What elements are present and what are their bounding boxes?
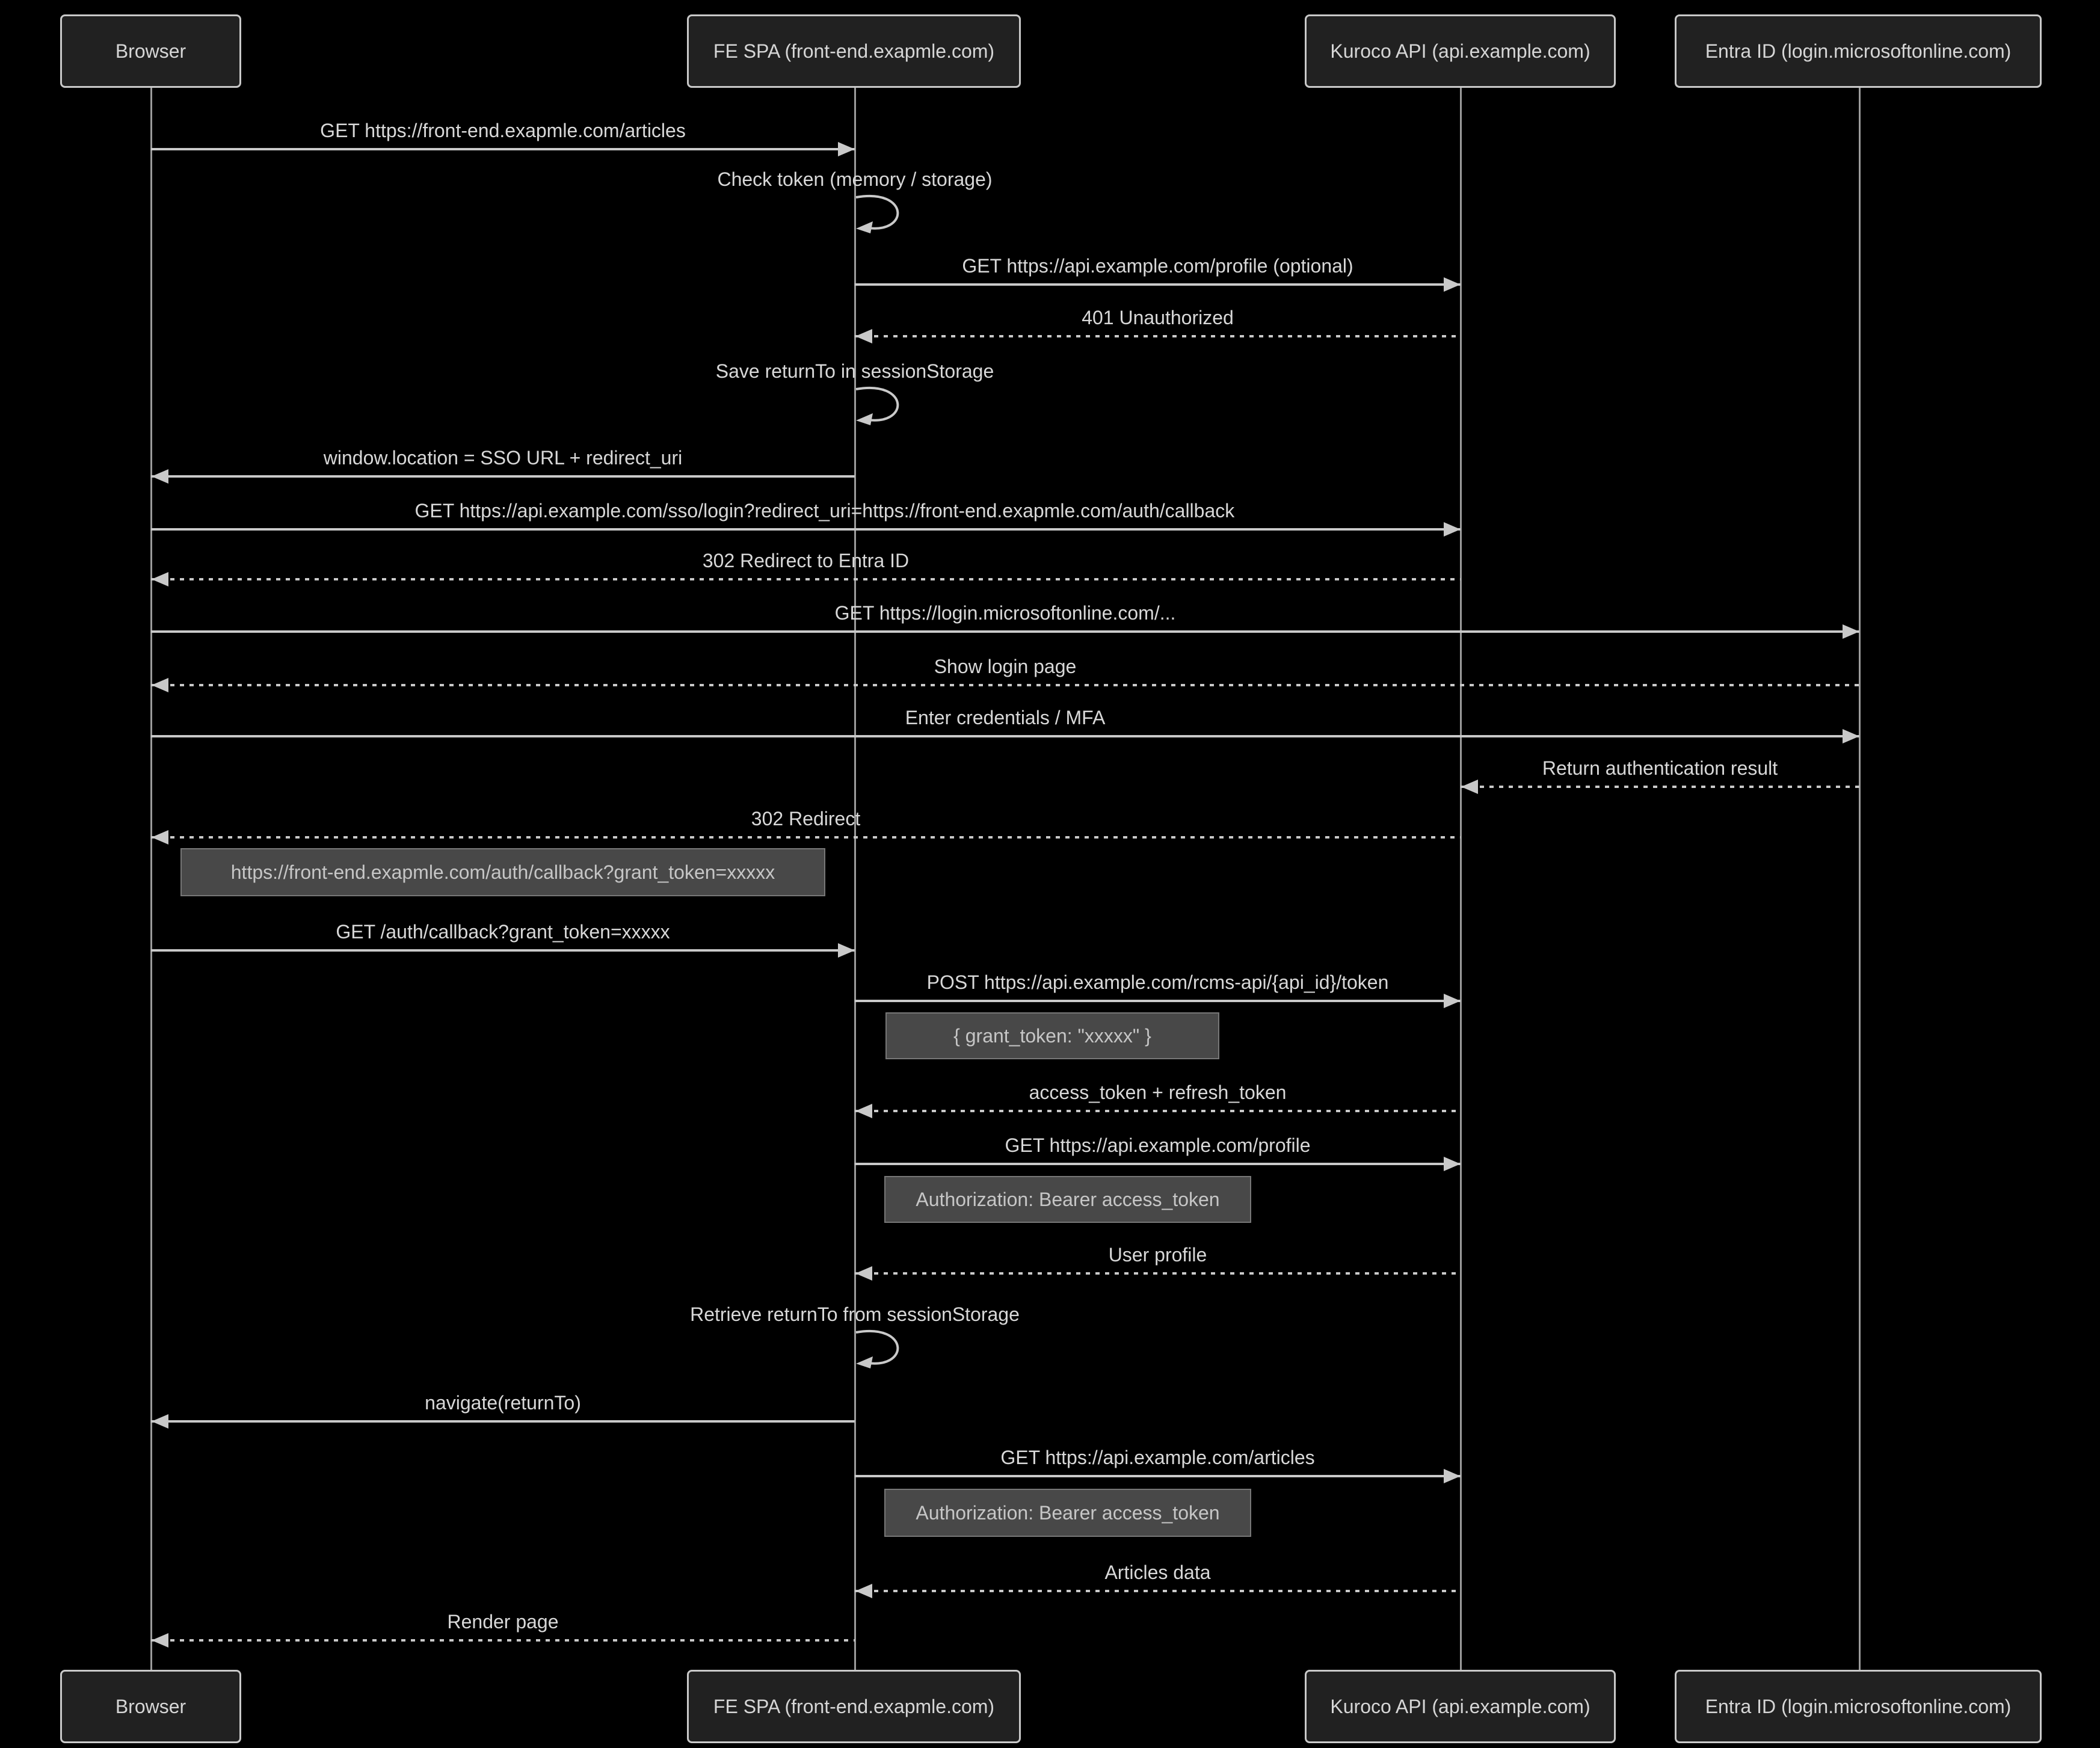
- arrowhead-icon: [1444, 994, 1461, 1008]
- message-label: GET https://api.example.com/articles: [1000, 1447, 1315, 1468]
- arrowhead-icon: [152, 1414, 168, 1429]
- arrowhead-icon: [1444, 1157, 1461, 1171]
- message-label: 302 Redirect to Entra ID: [702, 550, 910, 571]
- arrowhead-icon: [1843, 729, 1859, 743]
- message-line: [151, 630, 1859, 633]
- participant-kuroco-api-top: Kuroco API (api.example.com): [1305, 14, 1616, 88]
- self-loop-arrow: [855, 386, 921, 431]
- message-label: Show login page: [934, 656, 1077, 677]
- note-box: Authorization: Bearer access_token: [884, 1176, 1251, 1223]
- message-label: window.location = SSO URL + redirect_uri: [323, 447, 683, 469]
- message-line: [151, 684, 1859, 686]
- arrowhead-icon: [1444, 277, 1461, 292]
- self-loop-arrow: [855, 1329, 921, 1374]
- message-line: [855, 335, 1461, 337]
- arrowhead-icon: [855, 1104, 872, 1118]
- participant-entra-id-bottom: Entra ID (login.microsoftonline.com): [1675, 1670, 2042, 1743]
- message-line: [151, 1420, 855, 1423]
- arrowhead-icon: [855, 329, 872, 343]
- message-label: navigate(returnTo): [425, 1392, 581, 1414]
- message-line: [151, 528, 1461, 531]
- message-label: Return authentication result: [1542, 757, 1778, 779]
- note-box: Authorization: Bearer access_token: [884, 1489, 1251, 1537]
- arrowhead-icon: [855, 1584, 872, 1598]
- message-label: GET /auth/callback?grant_token=xxxxx: [336, 921, 670, 943]
- self-message-label: Check token (memory / storage): [717, 168, 993, 190]
- message-line: [151, 1639, 855, 1642]
- message-line: [855, 1272, 1461, 1275]
- note-box: { grant_token: "xxxxx" }: [885, 1012, 1219, 1059]
- arrowhead-icon: [152, 572, 168, 586]
- message-label: POST https://api.example.com/rcms-api/{a…: [926, 971, 1389, 993]
- arrowhead-icon: [838, 142, 855, 156]
- message-line: [1461, 786, 1859, 788]
- message-label: GET https://api.example.com/profile (opt…: [962, 255, 1353, 277]
- arrowhead-icon: [1444, 1469, 1461, 1483]
- arrowhead-icon: [1843, 624, 1859, 639]
- message-line: [151, 949, 855, 952]
- message-line: [151, 148, 855, 150]
- arrowhead-icon: [152, 678, 168, 692]
- message-line: [855, 1475, 1461, 1477]
- self-message-label: Save returnTo in sessionStorage: [715, 360, 994, 382]
- message-line: [855, 1000, 1461, 1002]
- message-label: Enter credentials / MFA: [905, 707, 1106, 728]
- participant-browser-bottom: Browser: [60, 1670, 241, 1743]
- participant-fe-spa-top: FE SPA (front-end.exapmle.com): [687, 14, 1021, 88]
- arrowhead-icon: [1444, 522, 1461, 537]
- message-line: [855, 1110, 1461, 1112]
- lifeline-kuroco-api: [1460, 88, 1462, 1670]
- message-label: User profile: [1108, 1244, 1207, 1266]
- lifeline-entra-id: [1859, 88, 1861, 1670]
- message-label: 401 Unauthorized: [1082, 307, 1234, 328]
- message-line: [151, 735, 1859, 737]
- message-line: [151, 578, 1461, 580]
- message-line: [855, 283, 1461, 286]
- self-message-label: Retrieve returnTo from sessionStorage: [690, 1303, 1020, 1325]
- arrowhead-icon: [152, 1633, 168, 1648]
- message-label: access_token + refresh_token: [1029, 1082, 1287, 1103]
- message-label: Render page: [447, 1611, 559, 1633]
- lifeline-browser: [150, 88, 152, 1670]
- arrowhead-icon: [838, 943, 855, 958]
- participant-browser-top: Browser: [60, 14, 241, 88]
- participant-kuroco-api-bottom: Kuroco API (api.example.com): [1305, 1670, 1616, 1743]
- message-label: Articles data: [1104, 1562, 1211, 1583]
- arrowhead-icon: [152, 830, 168, 845]
- message-label: GET https://front-end.exapmle.com/articl…: [320, 120, 686, 141]
- message-label: GET https://api.example.com/profile: [1005, 1134, 1311, 1156]
- arrowhead-icon: [855, 1266, 872, 1281]
- message-line: [855, 1590, 1461, 1592]
- message-label: GET https://login.microsoftonline.com/..…: [834, 602, 1176, 624]
- self-loop-arrow: [855, 194, 921, 239]
- message-line: [855, 1163, 1461, 1165]
- lifeline-fe-spa: [854, 88, 856, 1670]
- arrowhead-icon: [152, 469, 168, 484]
- arrowhead-icon: [1461, 780, 1478, 794]
- message-line: [151, 475, 855, 478]
- message-line: [151, 836, 1461, 839]
- note-box: https://front-end.exapmle.com/auth/callb…: [180, 848, 825, 896]
- message-label: 302 Redirect: [751, 808, 861, 829]
- participant-entra-id-top: Entra ID (login.microsoftonline.com): [1675, 14, 2042, 88]
- participant-fe-spa-bottom: FE SPA (front-end.exapmle.com): [687, 1670, 1021, 1743]
- message-label: GET https://api.example.com/sso/login?re…: [414, 500, 1235, 522]
